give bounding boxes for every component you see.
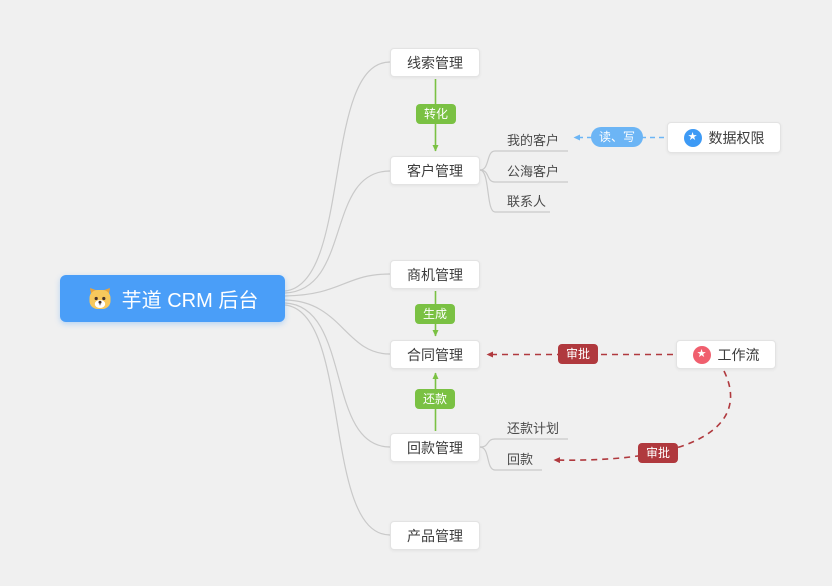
customer-sub-connectors bbox=[479, 150, 568, 213]
node-label: 线索管理 bbox=[407, 54, 463, 71]
node-data-permission[interactable]: ★ 数据权限 bbox=[667, 122, 781, 153]
receivable-sub-connectors bbox=[479, 438, 568, 471]
node-workflow[interactable]: ★ 工作流 bbox=[676, 340, 776, 369]
node-customer-management[interactable]: 客户管理 bbox=[390, 156, 480, 185]
subnode-my-customer[interactable]: 我的客户 bbox=[507, 133, 560, 148]
subnode-repayment-plan[interactable]: 还款计划 bbox=[507, 421, 560, 436]
node-label: 回款管理 bbox=[407, 439, 463, 456]
subnode-contact[interactable]: 联系人 bbox=[507, 194, 547, 209]
edge-label-read-write: 读、写 bbox=[590, 127, 644, 147]
edge-label-approve-repayment: 审批 bbox=[637, 443, 679, 463]
edge-label-transform: 转化 bbox=[415, 104, 457, 124]
node-label: 商机管理 bbox=[407, 266, 463, 283]
node-receivable-management[interactable]: 回款管理 bbox=[390, 433, 480, 462]
node-label: 产品管理 bbox=[407, 527, 463, 544]
node-business-management[interactable]: 商机管理 bbox=[390, 260, 480, 289]
node-clue-management[interactable]: 线索管理 bbox=[390, 48, 480, 77]
dog-mascot-icon bbox=[87, 286, 113, 312]
node-product-management[interactable]: 产品管理 bbox=[390, 521, 480, 550]
edge-label-repay: 还款 bbox=[414, 389, 456, 409]
subnode-public-customer[interactable]: 公海客户 bbox=[507, 164, 560, 179]
root-node-crm[interactable]: 芋道 CRM 后台 bbox=[60, 275, 285, 322]
node-label: 数据权限 bbox=[708, 129, 765, 146]
star-icon: ★ bbox=[692, 345, 711, 364]
node-label: 工作流 bbox=[717, 346, 760, 363]
red-approval-arrows bbox=[486, 351, 732, 464]
star-icon: ★ bbox=[683, 128, 702, 147]
node-label: 客户管理 bbox=[407, 162, 463, 179]
node-contract-management[interactable]: 合同管理 bbox=[390, 340, 480, 369]
edge-label-generate: 生成 bbox=[414, 304, 456, 324]
root-branch-connectors bbox=[284, 61, 391, 536]
edge-label-approve-contract: 审批 bbox=[557, 344, 599, 364]
subnode-repayment[interactable]: 回款 bbox=[507, 452, 534, 467]
node-label: 合同管理 bbox=[407, 346, 463, 363]
root-label: 芋道 CRM 后台 bbox=[121, 290, 259, 312]
